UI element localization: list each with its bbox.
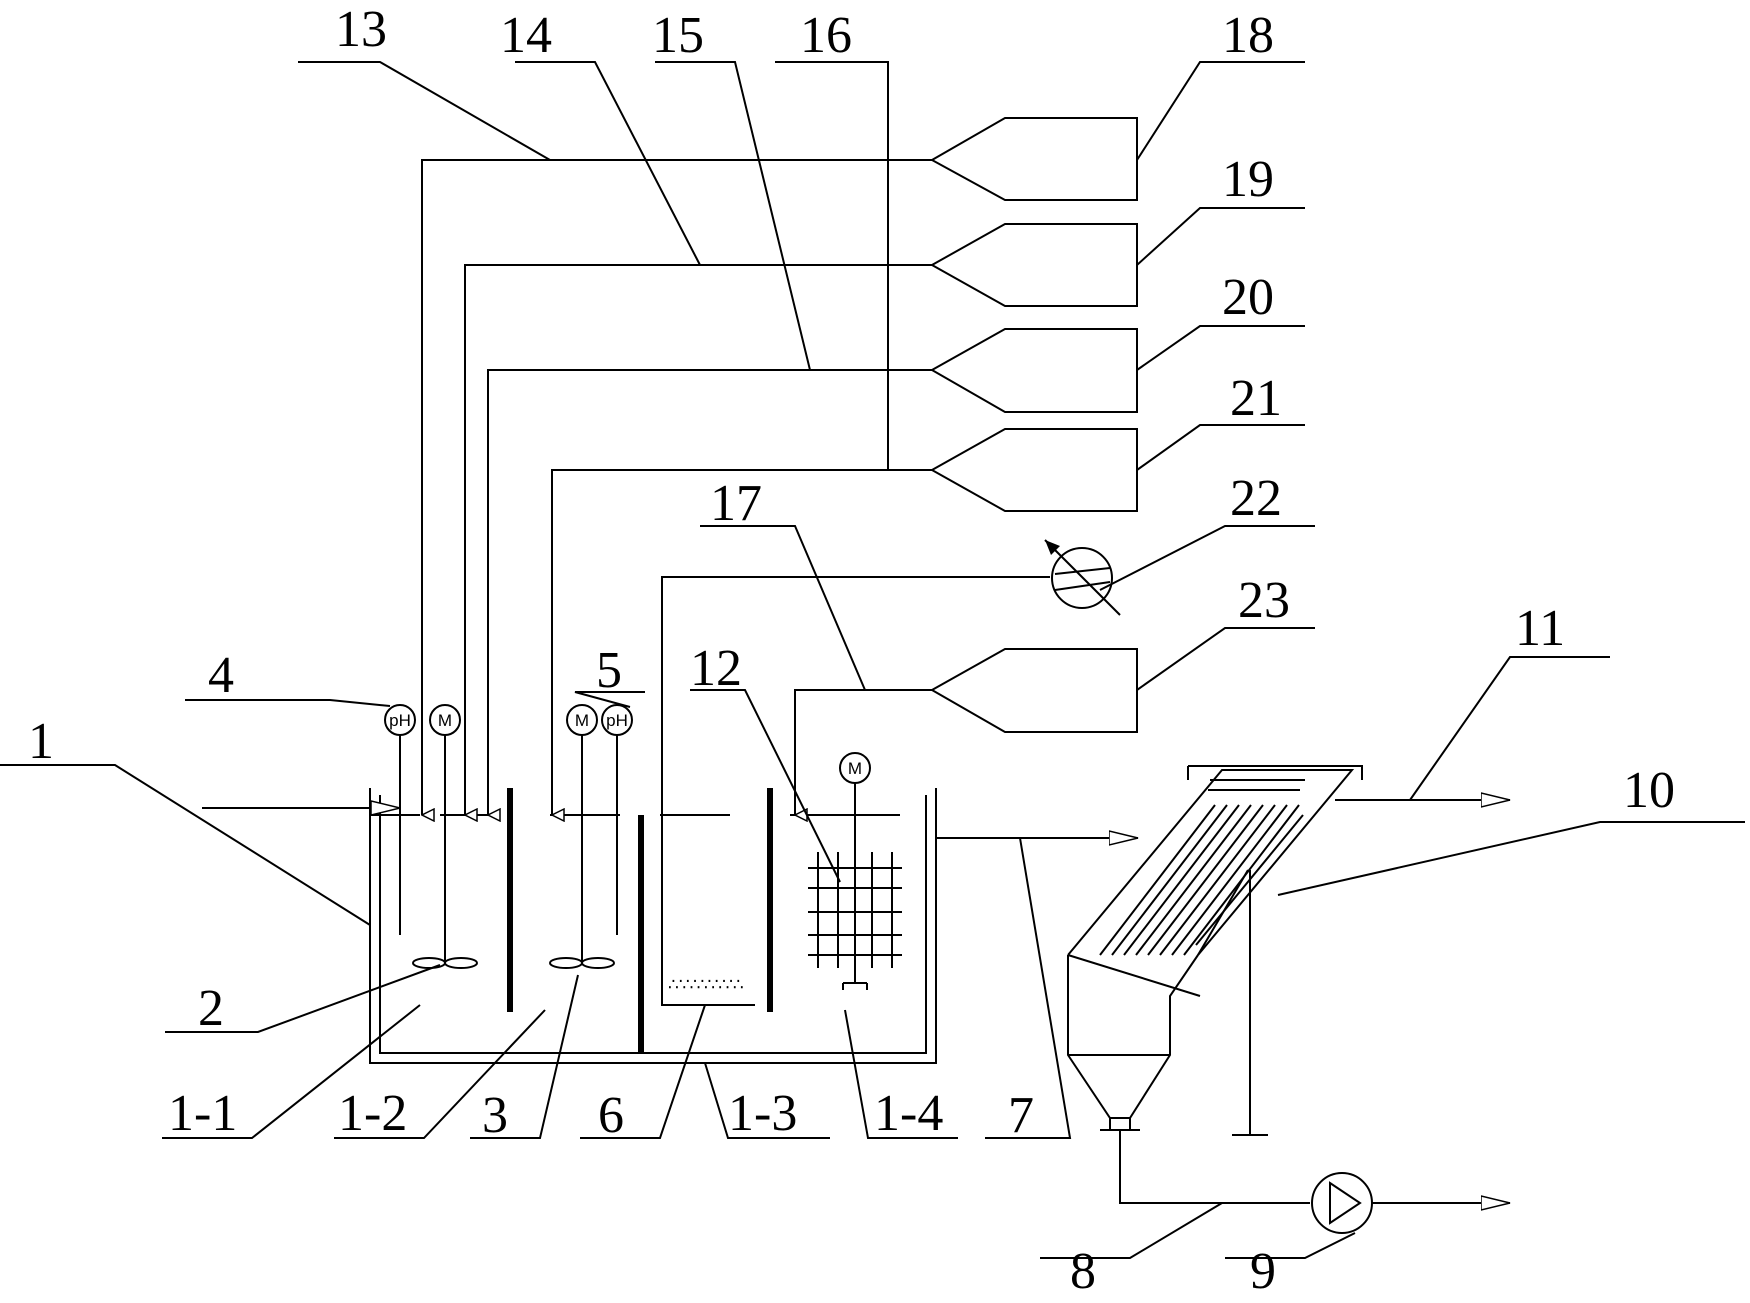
stirrer-motor-1: M [412,704,478,969]
dosing-pipe-13 [421,159,932,815]
label-1-4: 1-4 [874,1085,943,1142]
motor-symbol: M [848,759,862,778]
frame-stirrer [808,852,902,968]
label-22: 22 [1230,470,1282,527]
dosing-tank-20 [929,328,1138,413]
dosing-pipe-14 [464,264,932,815]
ph-symbol: pH [389,711,411,730]
aeration-pipe: ∴∵∴∵∴∵∴ [661,576,1050,1006]
label-23: 23 [1238,572,1290,629]
label-20: 20 [1222,269,1274,326]
motor-symbol: M [438,711,452,730]
dosing-tank-21 [929,428,1138,512]
ph-meter-1: pH [384,704,416,935]
label-11: 11 [1515,600,1565,657]
label-18: 18 [1222,7,1274,64]
label-13: 13 [335,1,387,58]
label-10: 10 [1623,762,1675,819]
label-17: 17 [710,475,762,532]
label-1-1: 1-1 [168,1085,237,1142]
label-3: 3 [482,1087,508,1144]
stirrer-motor-2: M [549,704,615,969]
sludge-pump [1311,1172,1373,1234]
label-21: 21 [1230,370,1282,427]
dosing-tank-23 [929,648,1138,733]
inclined-plates [1099,804,1304,956]
ph-meter-2: pH [601,704,633,935]
stirrer-motor-3: M [839,752,871,990]
label-1-3: 1-3 [728,1085,797,1142]
label-5: 5 [596,642,622,699]
dosing-pipe-17 [794,689,932,815]
leader-lines [0,61,1745,1259]
dosing-pipe-15 [487,369,932,815]
label-1-2: 1-2 [338,1085,407,1142]
air-valve [1044,539,1121,616]
dosing-tank-19 [929,223,1138,307]
label-16: 16 [800,7,852,64]
inclined-plate-settler [1067,765,1363,1136]
diffuser-bubbles: ∴∵∴∵∴∵∴ [668,975,744,994]
label-4: 4 [208,647,234,704]
label-7: 7 [1008,1087,1034,1144]
label-19: 19 [1222,151,1274,208]
sludge-pipe [1119,1130,1310,1204]
label-1: 1 [28,713,54,770]
label-2: 2 [198,980,224,1037]
label-15: 15 [652,7,704,64]
label-9: 9 [1250,1243,1276,1300]
motor-symbol: M [575,711,589,730]
callout-labels: 1 4 5 12 13 14 15 16 17 18 19 20 21 22 2… [28,1,1675,1300]
label-12: 12 [690,640,742,697]
dosing-pipe-16 [551,469,932,815]
dosing-tank-18 [929,117,1138,201]
label-8: 8 [1070,1243,1096,1300]
ph-symbol: pH [606,711,628,730]
label-6: 6 [598,1087,624,1144]
label-14: 14 [500,7,552,64]
reaction-tank [369,788,937,1064]
